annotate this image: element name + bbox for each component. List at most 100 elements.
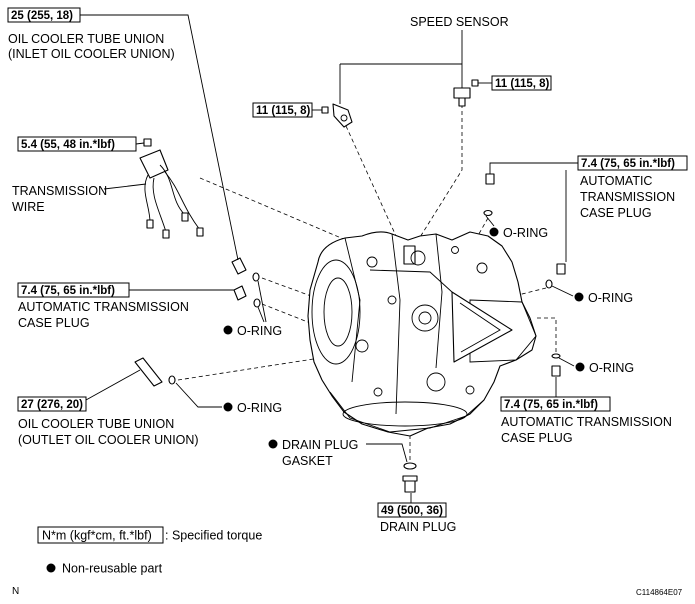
speed-sensor-boss	[403, 245, 416, 265]
housing-boss	[426, 372, 446, 392]
alignment-line-left-speed-sensor	[345, 125, 397, 237]
torque-box	[500, 396, 611, 412]
non-reusable-mark-icon	[575, 362, 585, 372]
speed-sensor-right-body	[453, 87, 471, 99]
wire-connector-block	[139, 149, 169, 179]
leader-o-ring-outlet	[175, 382, 222, 408]
label-outlet-union: 27 (276, 20) OIL COOLER TUBE UNION (OUTL…	[17, 396, 199, 447]
alignment-line-lower-right-plug	[534, 317, 557, 352]
leader-lines	[80, 14, 578, 503]
speed-sensor-right-bolt	[471, 79, 479, 87]
part-label: WIRE	[12, 200, 45, 214]
legend-torque-box	[37, 526, 164, 544]
transmission-wire-bolt	[143, 138, 152, 147]
alignment-line-outlet-union	[177, 357, 321, 381]
oil-pan-lip	[329, 391, 485, 433]
bell-housing-flange	[311, 259, 361, 365]
left-case-plug-o-ring	[253, 298, 261, 308]
o-ring-labels: O-RING O-RING O-RING O-RING O-RING	[223, 226, 634, 415]
part-label: CASE PLUG	[501, 431, 573, 445]
torque-box	[17, 136, 137, 152]
legend: N*m (kgf*cm, ft.*lbf) : Specified torque…	[37, 526, 262, 576]
transmission-wire-harness	[139, 138, 204, 239]
speed-sensor-left-tip	[340, 114, 348, 122]
torque-box	[491, 75, 552, 91]
label-speed-sensor: SPEED SENSOR 11 (115, 8) 11 (115, 8)	[252, 15, 552, 118]
part-label: CASE PLUG	[580, 206, 652, 220]
wire-strand	[144, 174, 151, 223]
leader-drain-gasket	[366, 443, 408, 463]
label-inlet-union: 25 (255, 18) OIL COOLER TUBE UNION (INLE…	[7, 7, 175, 61]
oil-pan	[342, 401, 468, 427]
housing-boss	[410, 250, 426, 266]
leader-o-ring-lower-right	[558, 357, 575, 367]
lower-right-plug-parts	[551, 353, 561, 377]
label-drain-plug: 49 (500, 36) DRAIN PLUG	[377, 502, 456, 534]
legend-non-reusable-desc: Non-reusable part	[62, 562, 163, 576]
bell-housing-bore	[323, 277, 353, 347]
label-drain-plug-gasket: DRAIN PLUG GASKET	[268, 438, 358, 468]
torque-box	[7, 7, 81, 23]
left-case-plug	[233, 285, 247, 301]
part-label: TRANSMISSION	[580, 190, 675, 204]
wire-strand	[152, 177, 167, 233]
leader-inlet-union	[80, 14, 239, 261]
part-label: DRAIN PLUG	[282, 438, 358, 452]
non-reusable-mark-icon	[223, 402, 233, 412]
wire-terminal	[162, 229, 170, 239]
alignment-lines	[177, 104, 557, 460]
housing-bore	[411, 304, 439, 332]
torque-value: 7.4 (75, 65 in.*lbf)	[21, 285, 115, 297]
non-reusable-mark-icon	[223, 325, 233, 335]
corner-mark: N	[12, 586, 19, 597]
alignment-line-right-plug	[513, 287, 547, 297]
o-ring-label: O-RING	[589, 361, 634, 375]
part-label: OIL COOLER TUBE UNION	[18, 417, 174, 431]
part-label: AUTOMATIC	[580, 174, 652, 188]
leader-upper-right-plug	[489, 162, 578, 174]
part-label: DRAIN PLUG	[380, 520, 456, 534]
torque-value: 11 (115, 8)	[495, 78, 550, 90]
non-reusable-mark-icon	[46, 563, 56, 573]
non-reusable-mark-icon	[268, 439, 278, 449]
non-reusable-mark-icon	[574, 292, 584, 302]
leader-o-ring-right	[551, 285, 574, 297]
torque-value: 11 (115, 8)	[256, 105, 311, 117]
alignment-line-right-speed-sensor	[411, 104, 463, 251]
differential-cover	[451, 291, 513, 363]
alignment-line-inlet-union	[261, 277, 323, 301]
label-case-plug-upper-right: 7.4 (75, 65 in.*lbf) AUTOMATIC TRANSMISS…	[577, 155, 688, 220]
part-label: (OUTLET OIL COOLER UNION)	[18, 433, 199, 447]
part-label: SPEED SENSOR	[410, 15, 509, 29]
part-label: AUTOMATIC TRANSMISSION	[18, 300, 189, 314]
torque-value: 49 (500, 36)	[381, 505, 443, 517]
drain-plug-head	[402, 475, 418, 482]
legend-torque-desc: : Specified torque	[165, 529, 262, 543]
left-case-plug-parts	[233, 285, 261, 308]
torque-box	[377, 502, 447, 518]
torque-box	[252, 102, 313, 118]
part-label: CASE PLUG	[18, 316, 90, 330]
housing-boss	[476, 262, 488, 274]
speed-sensor-right-tip	[458, 97, 466, 107]
drain-plug-parts	[402, 462, 418, 493]
wire-terminal	[146, 219, 154, 229]
right-o-ring	[545, 279, 553, 289]
housing-boss	[355, 339, 369, 353]
part-label: GASKET	[282, 454, 333, 468]
leader-outlet-union	[85, 369, 141, 401]
o-ring-label: O-RING	[588, 291, 633, 305]
non-reusable-mark-icon	[489, 227, 499, 237]
right-plug-parts	[545, 263, 566, 289]
alignment-line-transmission-wire	[199, 177, 361, 247]
wire-strand	[159, 164, 186, 216]
torque-value: 7.4 (75, 65 in.*lbf)	[504, 399, 598, 411]
leader-o-ring-upper	[485, 215, 495, 227]
torque-value: 25 (255, 18)	[11, 10, 73, 22]
alignment-line-upper-right-plug	[471, 217, 489, 247]
label-transmission-wire: 5.4 (55, 48 in.*lbf) TRANSMISSION WIRE	[12, 136, 137, 214]
housing-boss	[366, 256, 378, 268]
wire-terminal	[181, 212, 189, 222]
housing-outline	[307, 231, 537, 437]
